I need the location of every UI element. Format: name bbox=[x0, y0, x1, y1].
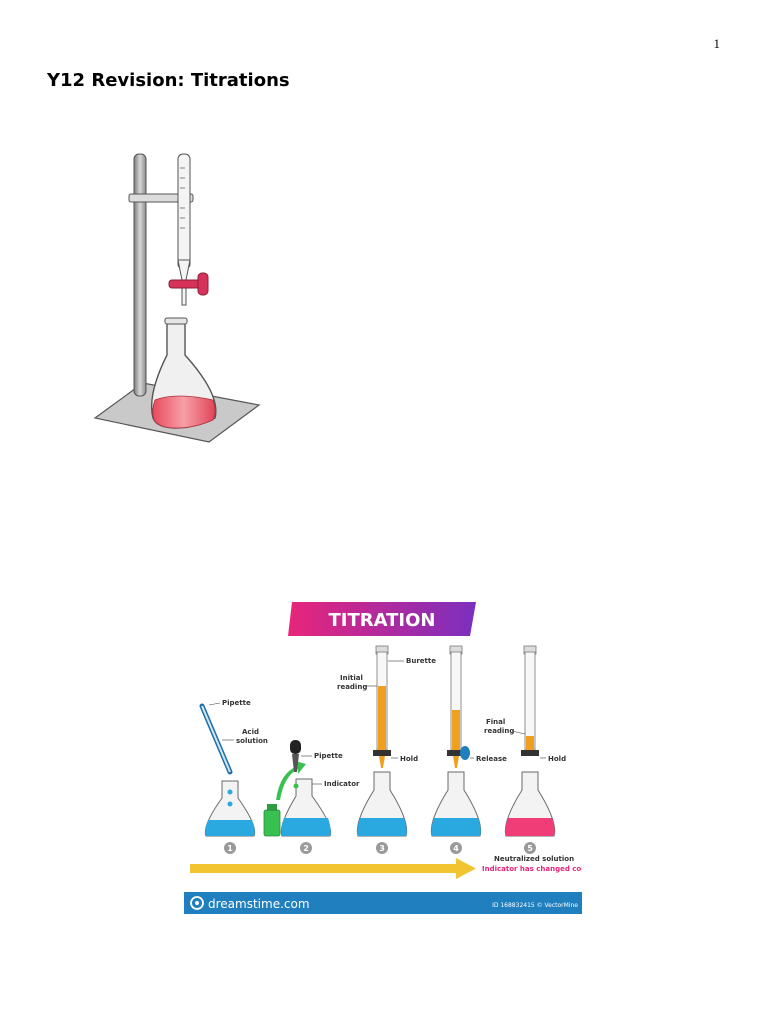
result-line1: Neutralized solution bbox=[494, 855, 574, 863]
stopcock-3 bbox=[373, 750, 391, 756]
page-number: 1 bbox=[713, 36, 721, 51]
step-4-number: 4 bbox=[453, 844, 459, 853]
stopcock-4 bbox=[447, 750, 465, 756]
label-indicator: Indicator bbox=[324, 780, 360, 788]
label-pipette: Pipette bbox=[222, 699, 251, 707]
step-3-badge bbox=[376, 842, 388, 854]
stopcock-icon bbox=[168, 272, 209, 296]
label-initial-reading-line2: reading bbox=[337, 683, 367, 691]
footer-id: ID 168832415 © VectorMine bbox=[492, 902, 578, 909]
title-banner bbox=[288, 602, 476, 636]
step-1-badge bbox=[224, 842, 236, 854]
dropper-bulb bbox=[290, 740, 301, 754]
burette-5 bbox=[524, 651, 536, 751]
label-hold-1: Hold bbox=[400, 755, 418, 763]
burette-tube bbox=[177, 153, 191, 270]
indicator-arrow bbox=[276, 761, 306, 800]
step-3-group bbox=[356, 645, 408, 837]
step-5-number: 5 bbox=[527, 844, 533, 853]
step-5-badge bbox=[524, 842, 536, 854]
footer-bar bbox=[184, 892, 582, 914]
step-1-number: 1 bbox=[227, 844, 233, 853]
progress-arrow-icon bbox=[190, 858, 476, 879]
label-release: Release bbox=[476, 755, 507, 763]
dreamstime-logo-icon bbox=[190, 896, 204, 910]
step-4-badge bbox=[450, 842, 462, 854]
label-hold-2: Hold bbox=[548, 755, 566, 763]
flask-solution bbox=[152, 395, 216, 429]
step-3-number: 3 bbox=[379, 844, 385, 853]
result-line2: Indicator has changed color bbox=[482, 865, 582, 873]
titration-infographic: TITRATION Pipette Acid solution Pipette bbox=[184, 586, 592, 916]
step-4-group bbox=[430, 645, 482, 837]
titration-apparatus-figure bbox=[81, 150, 276, 445]
infographic-title: TITRATION bbox=[329, 610, 436, 631]
label-final-reading-line2: reading bbox=[484, 727, 514, 735]
titration-apparatus-illustration bbox=[93, 153, 261, 443]
step-2-number: 2 bbox=[303, 844, 309, 853]
step-2-badge bbox=[300, 842, 312, 854]
label-acid-solution-line2: solution bbox=[236, 737, 268, 745]
label-burette: Burette bbox=[406, 657, 436, 665]
label-pipette-dropper: Pipette bbox=[314, 752, 343, 760]
label-final-reading-line1: Final bbox=[486, 718, 505, 726]
footer-brand: dreamstime.com bbox=[208, 897, 310, 911]
label-initial-reading-line1: Initial bbox=[340, 674, 363, 682]
step-5-group bbox=[504, 645, 556, 837]
indicator-bottle bbox=[263, 809, 281, 837]
stopcock-5 bbox=[521, 750, 539, 756]
stand-rod bbox=[133, 153, 147, 397]
step-1-group bbox=[199, 703, 256, 837]
step-2-group bbox=[263, 740, 332, 837]
document-title: Y12 Revision: Titrations bbox=[47, 70, 290, 91]
clamp-bar bbox=[128, 193, 194, 203]
label-acid-solution-line1: Acid bbox=[242, 728, 259, 736]
